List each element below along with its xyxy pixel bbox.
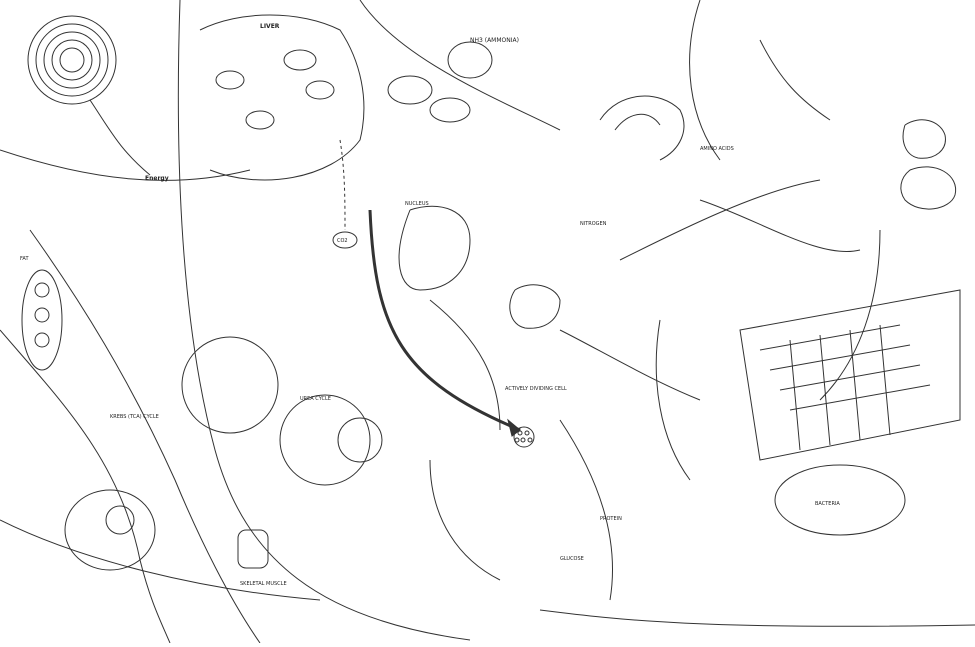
- energy-connector: [89, 99, 151, 176]
- intestinal-loop: [614, 113, 661, 131]
- connector: [689, 0, 721, 161]
- energy-label: Energy: [145, 175, 169, 182]
- skeletal-muscle-cell: [237, 529, 269, 569]
- connector: [559, 329, 701, 401]
- krebs-cycle-circle: [181, 336, 279, 434]
- tissue-grid: [739, 289, 961, 461]
- connector: [539, 609, 975, 627]
- ammonia-label: NH3 (AMMONIA): [470, 37, 519, 44]
- cell-structure: [398, 205, 471, 291]
- arrow-head: [507, 418, 521, 437]
- liver-node: [305, 80, 335, 100]
- cell-body: [900, 166, 957, 210]
- cell-body: [902, 119, 946, 159]
- liver-node: [429, 97, 471, 123]
- co2-label: CO2: [337, 238, 348, 244]
- main-flux-arrow: [368, 209, 521, 432]
- dashed-pathway: [339, 139, 346, 231]
- mitochondrion: [64, 489, 156, 571]
- urea-inner-circle: [337, 417, 383, 463]
- organ-boundary-curve-4: [0, 329, 171, 644]
- urea-cycle-label: UREA CYCLE: [300, 396, 331, 402]
- organ-boundary-curve-1: [177, 0, 471, 641]
- concentric-rings-icon: [27, 15, 117, 105]
- nitrogen-label: NITROGEN: [580, 221, 607, 227]
- organ-boundary-curve-2: [0, 149, 251, 181]
- connector: [819, 229, 881, 401]
- amino-acids-label: AMINO ACIDS: [700, 146, 734, 152]
- connector: [0, 519, 321, 601]
- bacteria-label: BACTERIA: [815, 501, 840, 507]
- fat-label: FAT: [20, 256, 29, 262]
- dividing-cell-label: ACTIVELY DIVIDING CELL: [505, 386, 567, 392]
- nucleus-label: NUCLEUS: [405, 201, 429, 207]
- urea-cycle-circle: [279, 394, 371, 486]
- glucose-label: GLUCOSE: [560, 556, 584, 562]
- connector: [559, 419, 613, 601]
- connector: [429, 459, 501, 581]
- protein-label: PROTEIN: [600, 516, 622, 522]
- connector: [699, 199, 861, 252]
- organ-boundary-curve-3: [29, 229, 261, 644]
- fat-cell-column: [21, 269, 63, 371]
- krebs-cycle-label: KREBS (TCA) CYCLE: [110, 414, 159, 420]
- liver-node: [245, 110, 275, 130]
- bacteria-cell: [774, 464, 906, 536]
- cell-structure: [509, 284, 561, 329]
- connector: [619, 179, 821, 261]
- liver-outline: [199, 14, 365, 181]
- liver-node: [283, 49, 317, 71]
- liver-node: [387, 75, 433, 105]
- connector: [759, 39, 831, 121]
- liver-node: [215, 70, 245, 90]
- liver-label: LIVER: [260, 23, 280, 30]
- connector: [359, 0, 561, 131]
- skeletal-muscle-label: SKELETAL MUSCLE: [240, 581, 287, 587]
- connector: [655, 319, 691, 481]
- co2-node: [332, 231, 358, 249]
- hexagon-cluster: [513, 426, 535, 448]
- connector: [429, 299, 501, 431]
- liver-node: [447, 41, 493, 79]
- intestinal-loop: [599, 95, 685, 161]
